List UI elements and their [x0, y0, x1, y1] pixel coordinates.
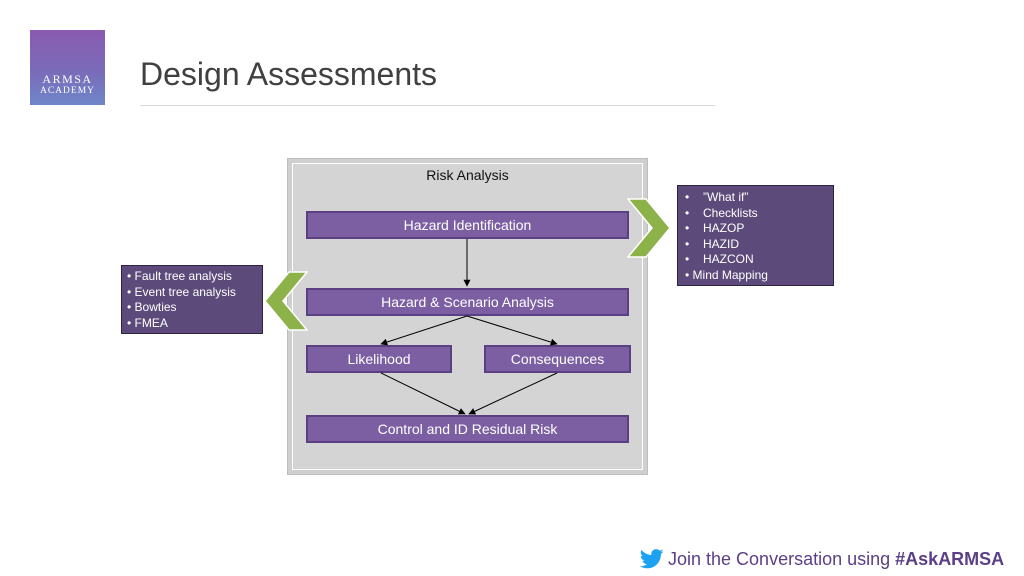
title-divider: [140, 105, 715, 106]
bullet: •: [685, 221, 690, 235]
control-residual-risk-box: Control and ID Residual Risk: [306, 415, 629, 443]
footer-hashtag[interactable]: #AskARMSA: [895, 549, 1005, 569]
hazard-identification-label: Hazard Identification: [403, 217, 532, 233]
hazard-identification-box: Hazard Identification: [306, 211, 629, 239]
list-item-text: HAZOP: [703, 221, 745, 235]
likelihood-box: Likelihood: [306, 345, 452, 373]
right-chevron-icon: [626, 198, 671, 258]
page-title: Design Assessments: [140, 56, 438, 92]
likelihood-label: Likelihood: [347, 351, 411, 367]
arrow-scenario-to-likelihood: [380, 315, 468, 346]
list-item-text: Mind Mapping: [692, 267, 768, 282]
bullet: •: [685, 267, 690, 282]
list-item-text: HAZCON: [703, 252, 754, 266]
list-item: • Event tree analysis: [127, 284, 236, 299]
list-item: • HAZOP: [685, 221, 833, 237]
list-item: • Checklists: [685, 206, 833, 222]
hazard-scenario-box: Hazard & Scenario Analysis: [306, 288, 629, 316]
list-item: • FMEA: [127, 315, 168, 330]
analysis-methods-list: • Fault tree analysis • Event tree analy…: [121, 265, 263, 334]
logo-line-1: ARMSA: [42, 72, 93, 86]
hazard-scenario-label: Hazard & Scenario Analysis: [381, 294, 554, 310]
consequences-box: Consequences: [484, 345, 631, 373]
consequences-label: Consequences: [510, 351, 605, 367]
list-item: • ”What if”: [685, 190, 833, 206]
bullet: •: [685, 252, 690, 266]
arrow-likelihood-to-control: [380, 372, 466, 415]
logo-line-2: ACADEMY: [39, 86, 96, 96]
left-chevron-icon: [264, 271, 309, 331]
risk-analysis-title: Risk Analysis: [426, 167, 509, 183]
list-item: • Fault tree analysis: [127, 269, 232, 283]
list-item-text: ”What if”: [703, 190, 749, 204]
list-item: • Bowties: [127, 300, 177, 314]
arrow-consequences-to-control: [468, 372, 558, 415]
list-item: • HAZID: [685, 237, 833, 253]
bullet: •: [685, 190, 690, 204]
list-item-text: Checklists: [703, 205, 758, 220]
control-residual-risk-label: Control and ID Residual Risk: [377, 421, 558, 437]
twitter-bird-icon: [640, 549, 664, 569]
list-item: • HAZCON: [685, 252, 833, 268]
identification-methods-list: • ”What if” • Checklists • HAZOP • HAZID • HA…: [677, 185, 834, 286]
armsa-logo: ARMSA ACADEMY: [30, 30, 105, 105]
footer-text: Join the Conversation using: [668, 549, 891, 569]
list-item-text: HAZID: [703, 236, 739, 251]
arrow-scenario-to-consequences: [466, 315, 558, 346]
footer-join-conversation: Join the Conversation using #AskARMSA: [668, 549, 1004, 570]
bullet: •: [685, 236, 690, 251]
bullet: •: [685, 205, 690, 220]
list-item: • Mind Mapping: [685, 268, 833, 284]
